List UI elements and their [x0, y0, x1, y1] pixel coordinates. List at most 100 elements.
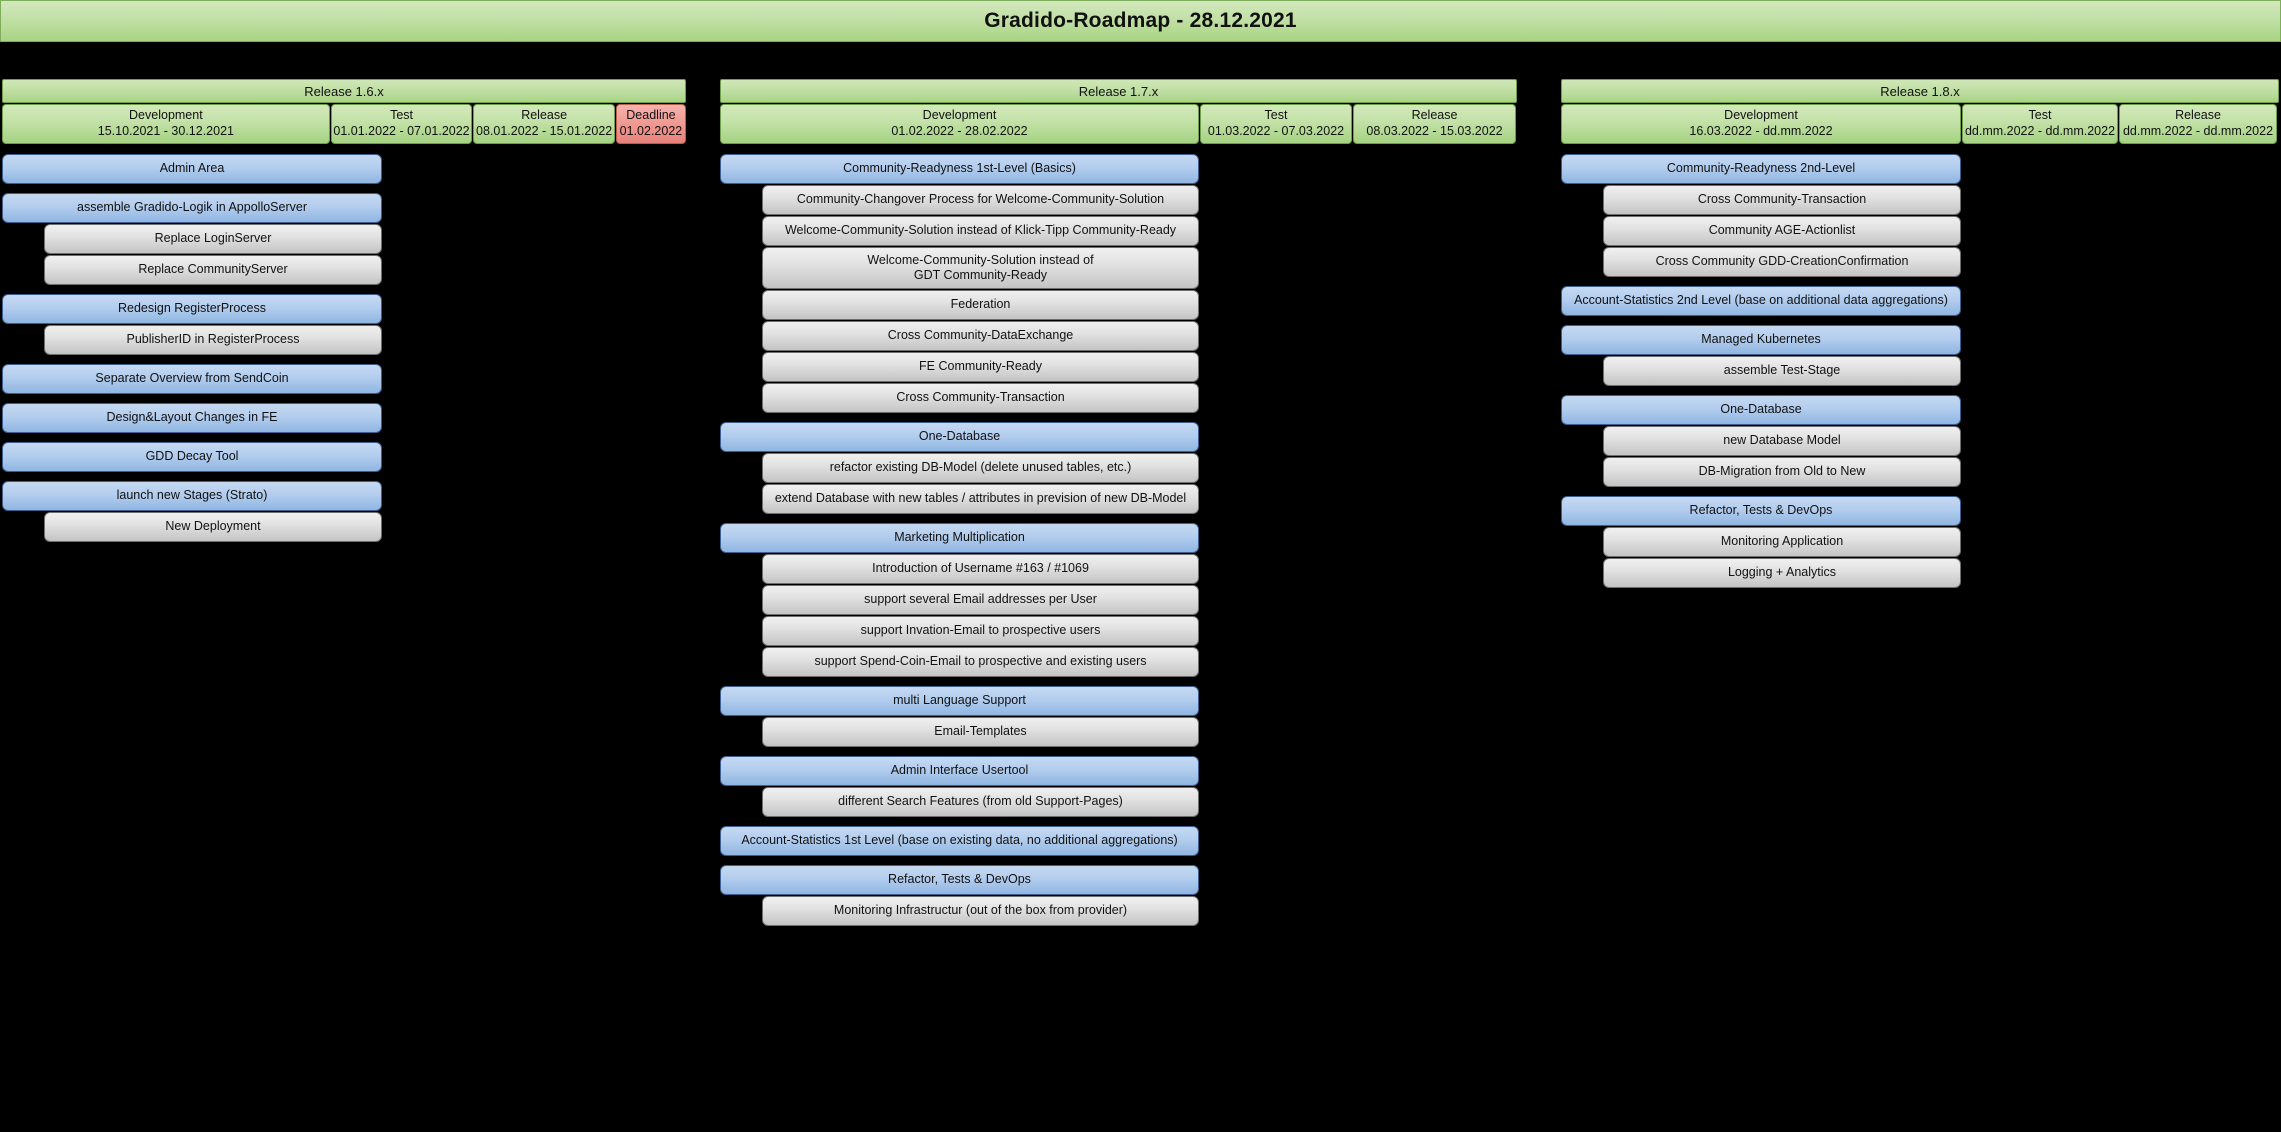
task-child[interactable]: Cross Community-DataExchange [762, 321, 1199, 351]
task-child[interactable]: Monitoring Infrastructur (out of the box… [762, 896, 1199, 926]
task-label: Monitoring Application [1720, 534, 1844, 549]
task-child[interactable]: new Database Model [1603, 426, 1961, 456]
task-group: Admin Area [2, 154, 382, 184]
task-parent[interactable]: Admin Interface Usertool [720, 756, 1199, 786]
phase-name: Release [2175, 108, 2221, 123]
task-label: Cross Community GDD-CreationConfirmation [1655, 254, 1909, 269]
task-parent[interactable]: Account-Statistics 2nd Level (base on ad… [1561, 286, 1961, 316]
task-child[interactable]: Replace CommunityServer [44, 255, 382, 285]
task-child[interactable]: Introduction of Username #163 / #1069 [762, 554, 1199, 584]
task-label: assemble Gradido-Logik in AppolloServer [77, 200, 307, 215]
task-label: Admin Interface Usertool [890, 763, 1029, 778]
task-label: launch new Stages (Strato) [116, 488, 268, 503]
task-label: new Database Model [1723, 433, 1841, 448]
release-label: Release 1.6.x [304, 83, 384, 99]
release-label: Release 1.8.x [1880, 83, 1960, 99]
task-label: Managed Kubernetes [1701, 332, 1821, 347]
task-parent[interactable]: Admin Area [2, 154, 382, 184]
task-child[interactable]: support several Email addresses per User [762, 585, 1199, 615]
task-label: Welcome-Community-Solution instead of Kl… [784, 223, 1177, 238]
task-child[interactable]: Replace LoginServer [44, 224, 382, 254]
task-child[interactable]: Cross Community GDD-CreationConfirmation [1603, 247, 1961, 277]
task-label: support several Email addresses per User [864, 592, 1097, 607]
task-parent[interactable]: Community-Readyness 2nd-Level [1561, 154, 1961, 184]
task-label: Introduction of Username #163 / #1069 [872, 561, 1089, 576]
task-parent[interactable]: launch new Stages (Strato) [2, 481, 382, 511]
task-parent[interactable]: assemble Gradido-Logik in AppolloServer [2, 193, 382, 223]
task-group: Admin Interface Usertool different Search… [720, 756, 1199, 817]
task-label: Design&Layout Changes in FE [106, 410, 278, 425]
task-parent[interactable]: Redesign RegisterProcess [2, 294, 382, 324]
task-parent[interactable]: One-Database [720, 422, 1199, 452]
task-parent[interactable]: multi Language Support [720, 686, 1199, 716]
task-label: Community-Readyness 2nd-Level [1666, 161, 1856, 176]
release-header: Release 1.6.x [2, 79, 686, 103]
task-child[interactable]: Community AGE-Actionlist [1603, 216, 1961, 246]
task-parent[interactable]: Design&Layout Changes in FE [2, 403, 382, 433]
task-child[interactable]: Cross Community-Transaction [1603, 185, 1961, 215]
task-child[interactable]: PublisherID in RegisterProcess [44, 325, 382, 355]
task-child[interactable]: support Invation-Email to prospective us… [762, 616, 1199, 646]
task-label: Community-Changover Process for Welcome-… [796, 192, 1165, 207]
phase-dates: dd.mm.2022 - dd.mm.2022 [2122, 124, 2274, 138]
task-child[interactable]: assemble Test-Stage [1603, 356, 1961, 386]
task-group: Account-Statistics 1st Level (base on ex… [720, 826, 1199, 856]
task-label: different Search Features (from old Supp… [838, 794, 1123, 809]
task-label: assemble Test-Stage [1723, 363, 1841, 378]
phase-dates: 01.02.2022 - 28.02.2022 [891, 124, 1028, 138]
task-child[interactable]: Monitoring Application [1603, 527, 1961, 557]
phase-name: Test [390, 108, 413, 123]
phase-name: Release [1411, 108, 1458, 123]
release-label: Release 1.7.x [1078, 83, 1159, 99]
task-parent[interactable]: GDD Decay Tool [2, 442, 382, 472]
task-child[interactable]: Welcome-Community-Solution instead of Kl… [762, 216, 1199, 246]
task-label: Logging + Analytics [1727, 565, 1837, 580]
task-child[interactable]: Cross Community-Transaction [762, 383, 1199, 413]
task-child[interactable]: extend Database with new tables / attrib… [762, 484, 1199, 514]
task-child[interactable]: Welcome-Community-Solution instead of GD… [762, 247, 1199, 289]
task-parent[interactable]: Separate Overview from SendCoin [2, 364, 382, 394]
task-label: DB-Migration from Old to New [1698, 464, 1866, 479]
task-child[interactable]: DB-Migration from Old to New [1603, 457, 1961, 487]
task-label: PublisherID in RegisterProcess [126, 332, 300, 347]
task-parent[interactable]: Marketing Multiplication [720, 523, 1199, 553]
task-parent[interactable]: Account-Statistics 1st Level (base on ex… [720, 826, 1199, 856]
task-parent[interactable]: Managed Kubernetes [1561, 325, 1961, 355]
task-child[interactable]: FE Community-Ready [762, 352, 1199, 382]
task-child[interactable]: refactor existing DB-Model (delete unuse… [762, 453, 1199, 483]
task-label: Refactor, Tests & DevOps [888, 872, 1031, 887]
phase-dates: 01.01.2022 - 07.01.2022 [333, 124, 470, 138]
task-parent[interactable]: Refactor, Tests & DevOps [1561, 496, 1961, 526]
task-group: Design&Layout Changes in FE [2, 403, 382, 433]
task-parent[interactable]: Refactor, Tests & DevOps [720, 865, 1199, 895]
task-child[interactable]: Email-Templates [762, 717, 1199, 747]
task-child[interactable]: New Deployment [44, 512, 382, 542]
phase-dates: dd.mm.2022 - dd.mm.2022 [1964, 124, 2116, 138]
phase-dates: 16.03.2022 - dd.mm.2022 [1689, 124, 1833, 138]
task-list: Admin Area assemble Gradido-Logik in Appo… [2, 154, 382, 542]
task-child[interactable]: Federation [762, 290, 1199, 320]
release-header: Release 1.8.x [1561, 79, 2279, 103]
task-child[interactable]: support Spend-Coin-Email to prospective … [762, 647, 1199, 677]
task-label: refactor existing DB-Model (delete unuse… [829, 460, 1132, 475]
task-child[interactable]: Logging + Analytics [1603, 558, 1961, 588]
task-label: Separate Overview from SendCoin [95, 371, 289, 386]
task-parent[interactable]: One-Database [1561, 395, 1961, 425]
task-child[interactable]: Community-Changover Process for Welcome-… [762, 185, 1199, 215]
task-child[interactable]: different Search Features (from old Supp… [762, 787, 1199, 817]
task-parent[interactable]: Community-Readyness 1st-Level (Basics) [720, 154, 1199, 184]
